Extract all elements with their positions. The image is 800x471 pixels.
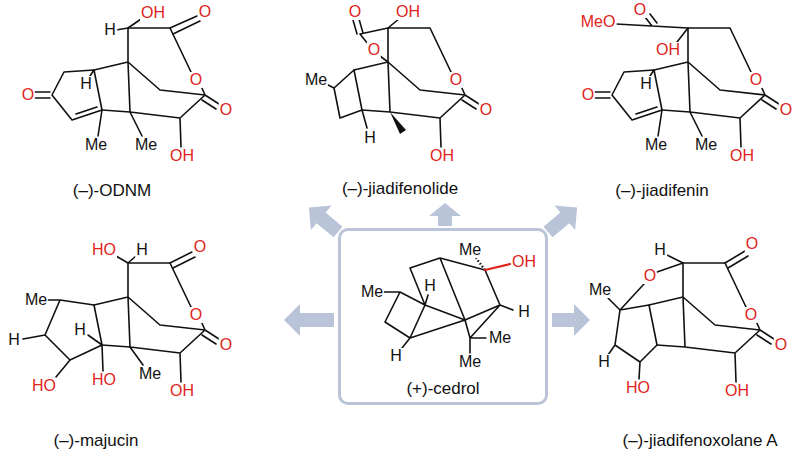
atom-label: O xyxy=(633,2,647,18)
atom-label: Me xyxy=(588,282,612,298)
atom-label: H xyxy=(517,304,531,320)
atom-label: OH xyxy=(729,148,755,164)
jiadifenin-structure xyxy=(595,14,779,147)
atom-label: O xyxy=(643,268,657,284)
atom-label: H xyxy=(653,242,667,258)
atom-label: O xyxy=(348,4,362,20)
atom-label: O xyxy=(21,87,35,103)
enone-ring xyxy=(35,70,142,136)
atom-label: Me xyxy=(360,284,384,300)
majucin-structure xyxy=(23,252,219,382)
enone-ring xyxy=(595,70,702,136)
atom-label: O xyxy=(219,337,233,353)
atom-label: O xyxy=(749,72,763,88)
atom-label: H xyxy=(7,332,21,348)
compound-name: (–)-jiadifenin xyxy=(614,182,710,199)
atom-label: O xyxy=(449,72,463,88)
atom-label: H xyxy=(103,22,117,38)
compound-name: (–)-jiadifenolide xyxy=(341,180,459,197)
arrow-left xyxy=(284,304,334,336)
atom-label: H xyxy=(79,76,93,92)
cage-bonds xyxy=(94,263,219,382)
atom-label: Me xyxy=(84,137,108,153)
cage-bonds xyxy=(94,28,219,147)
atom-label: O xyxy=(745,236,759,252)
atom-label: H xyxy=(423,278,437,294)
ring-bonds xyxy=(608,251,748,379)
atom-label: HO xyxy=(625,380,651,396)
cage-bonds xyxy=(354,28,479,147)
atom-label: O xyxy=(189,307,203,323)
atom-label: OH xyxy=(724,383,750,399)
atom-label: OH xyxy=(395,4,421,20)
atom-label: O xyxy=(581,87,595,103)
cedrane-bonds xyxy=(384,258,513,353)
ring-bonds xyxy=(326,18,400,128)
atom-label: H xyxy=(389,348,403,364)
atom-label: Me xyxy=(488,330,512,346)
cedrol-structure xyxy=(384,258,513,353)
atom-label: MeO xyxy=(580,14,617,30)
cage-bonds xyxy=(649,263,774,382)
atom-label: H xyxy=(639,76,653,92)
starting-material-box: MeOHMeHHMeMeH(+)-cedrol xyxy=(338,228,548,405)
atom-label: Me xyxy=(138,366,162,382)
atom-label: O xyxy=(779,102,793,118)
atom-label: Me xyxy=(304,72,328,88)
atom-label: O xyxy=(367,42,381,58)
atom-label: OH xyxy=(169,148,195,164)
atom-label: H xyxy=(73,322,87,338)
atom-label: Me xyxy=(644,137,668,153)
jiadifenoxolane-structure xyxy=(608,251,774,382)
atom-label: O xyxy=(744,307,758,323)
wedge-bond xyxy=(390,112,406,134)
atom-label: O xyxy=(189,72,203,88)
ester-bonds xyxy=(616,14,688,42)
atom-label: HO xyxy=(91,242,117,258)
atom-label: Me xyxy=(134,137,158,153)
atom-label: OH xyxy=(140,5,166,21)
atom-label: O xyxy=(479,102,493,118)
atom-label: Me xyxy=(694,137,718,153)
atom-label: O xyxy=(198,4,212,20)
atom-label: O xyxy=(219,102,233,118)
atom-label: OH xyxy=(429,148,455,164)
atom-label: O xyxy=(193,239,207,255)
compound-name: (–)-ODNM xyxy=(72,182,152,199)
hashed-bond xyxy=(476,258,485,270)
atom-label: HO xyxy=(91,372,117,388)
atom-label: OH xyxy=(169,383,195,399)
compound-name: (+)-cedrol xyxy=(405,380,480,397)
atom-label: OH xyxy=(511,254,537,270)
compound-name: (–)-jiadifenoxolane A xyxy=(622,432,779,449)
hydroxyl-bond xyxy=(485,264,510,270)
reaction-arrows xyxy=(284,195,590,336)
atom-label: H xyxy=(363,130,377,146)
atom-label: Me xyxy=(458,242,482,258)
atom-label: O xyxy=(774,337,788,353)
atom-label: HO xyxy=(31,378,57,394)
jiadifenolide-structure xyxy=(326,18,479,147)
atom-label: Me xyxy=(458,354,482,370)
odnm-structure xyxy=(35,16,219,147)
compound-name: (–)-majucin xyxy=(52,432,139,449)
atom-label: H xyxy=(597,354,611,370)
ring-bonds xyxy=(23,252,195,377)
arrow-up xyxy=(429,203,461,226)
atom-label: Me xyxy=(24,292,48,308)
atom-label: H xyxy=(135,242,149,258)
atom-label: OH xyxy=(655,42,681,58)
arrow-right xyxy=(552,304,590,336)
cage-bonds xyxy=(654,28,779,147)
